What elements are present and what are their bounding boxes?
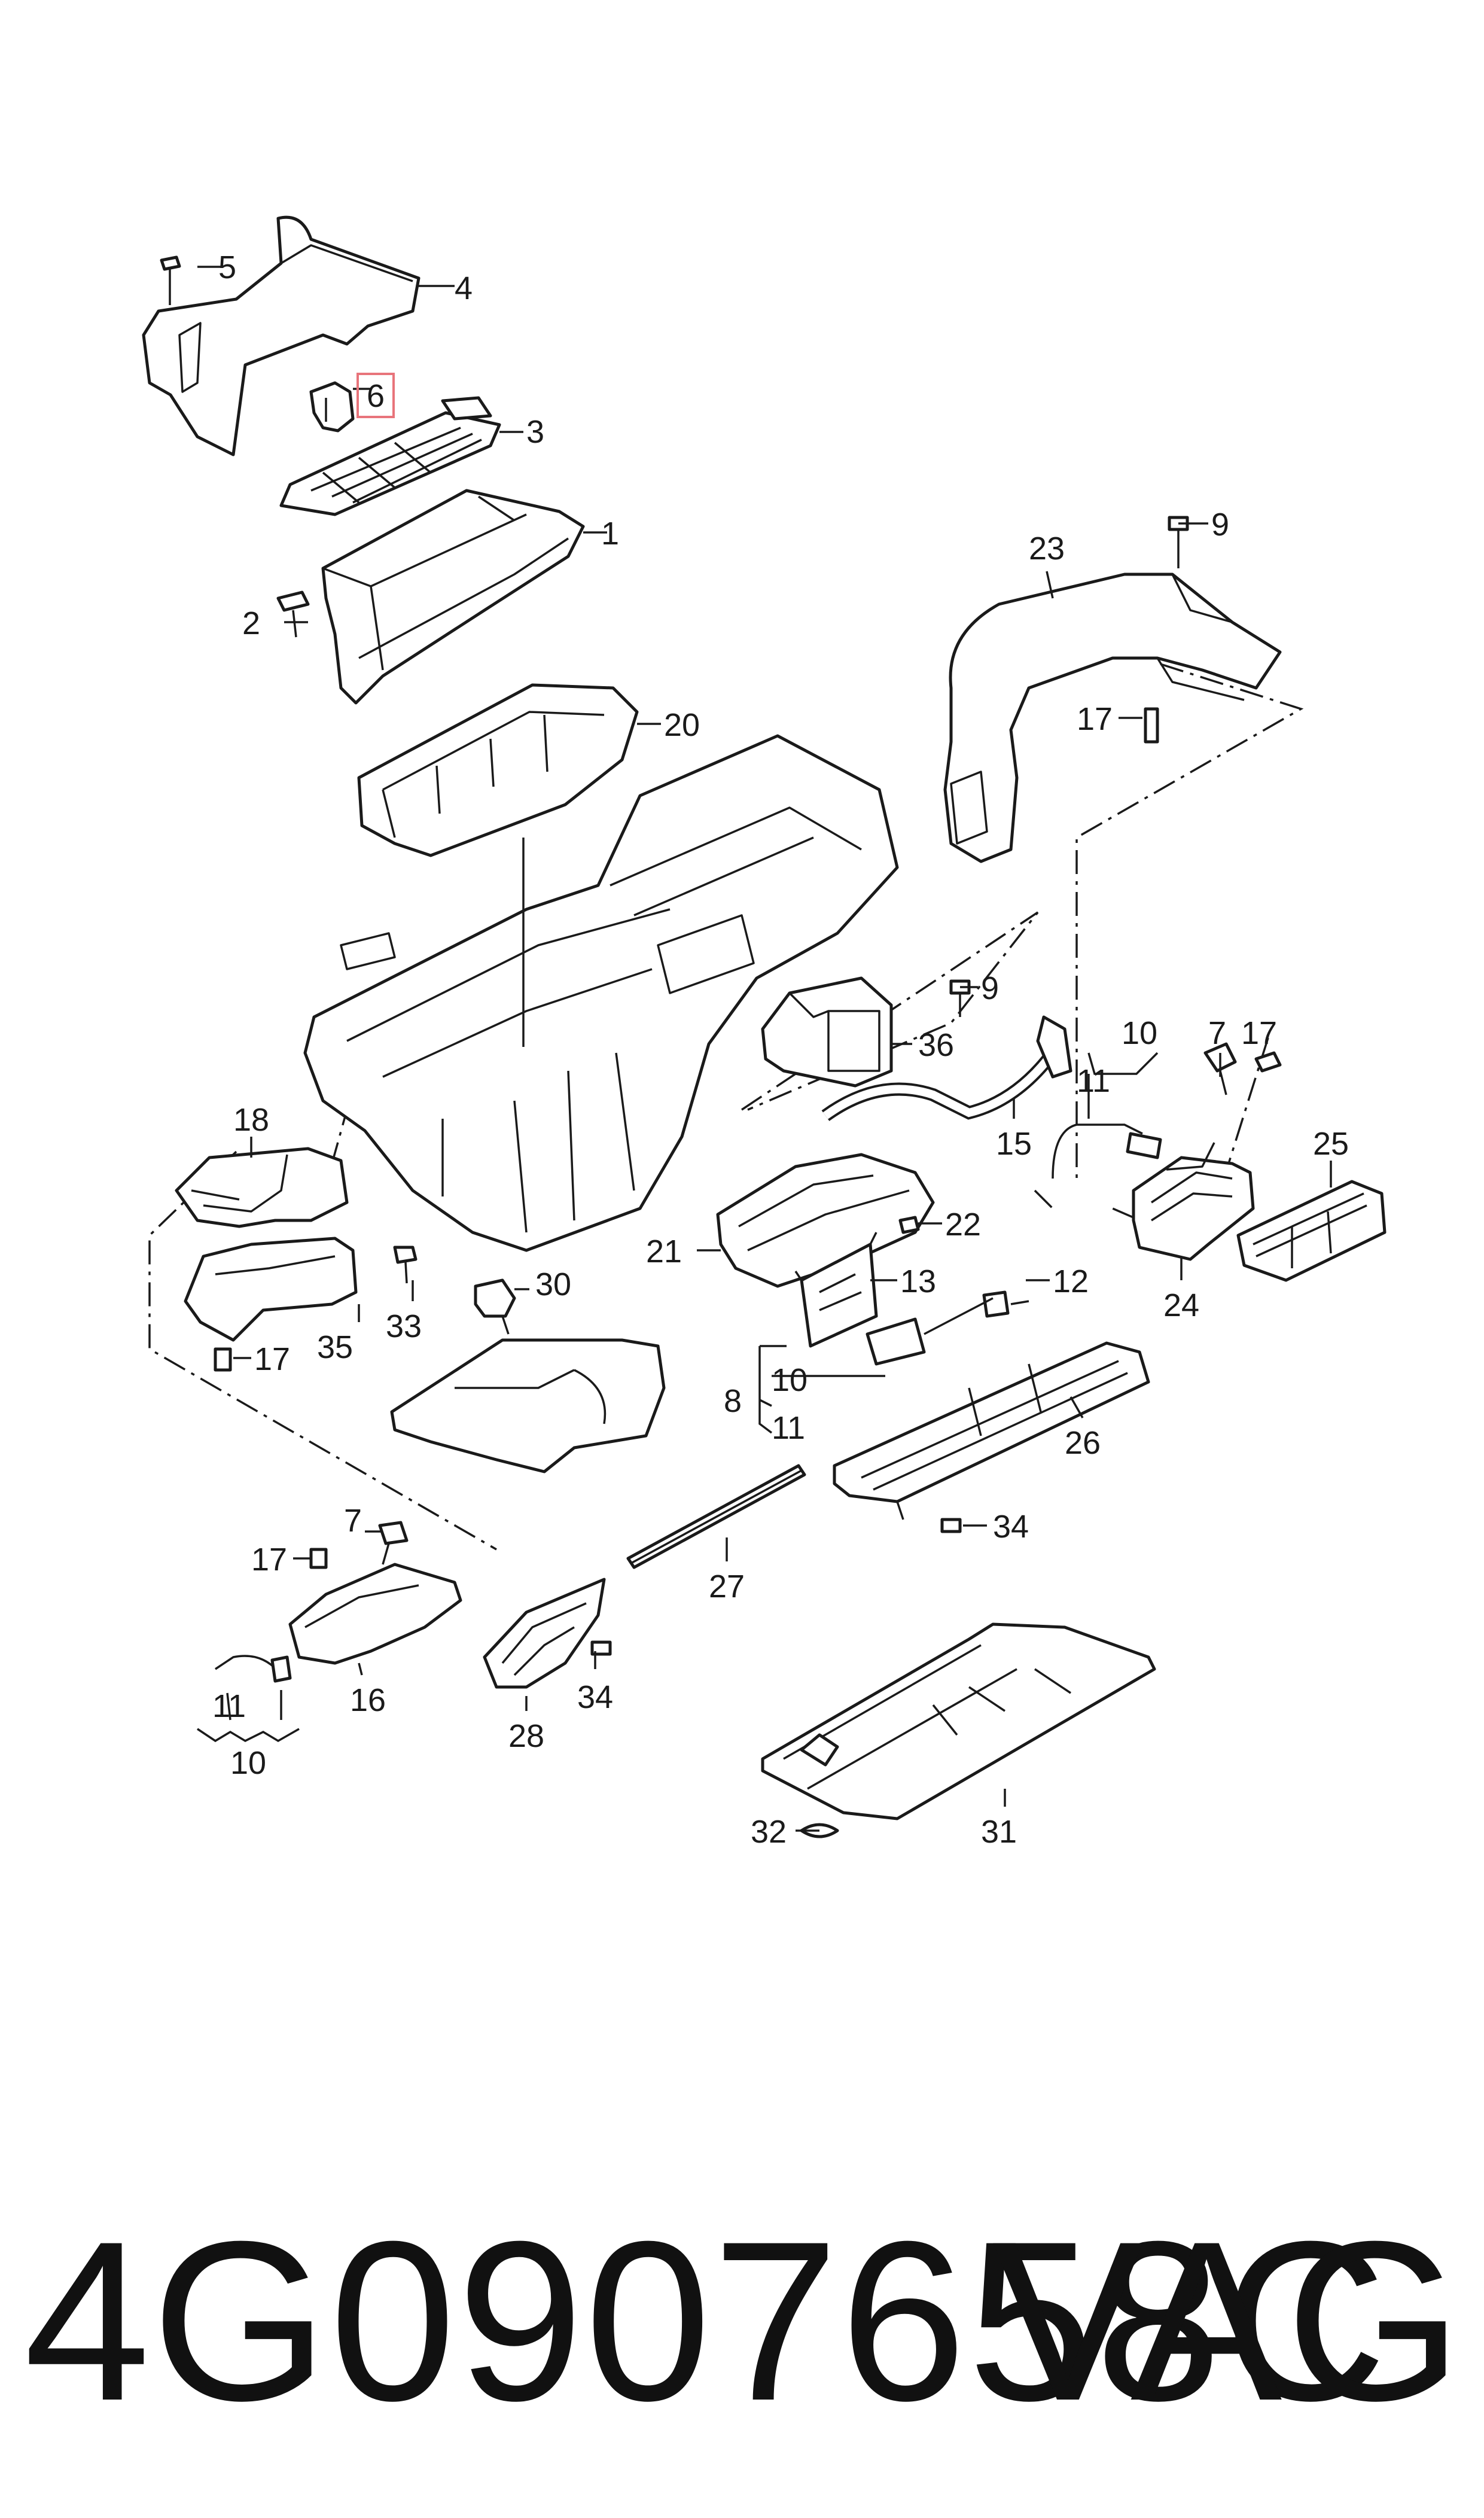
callout-3: 3 — [526, 414, 544, 450]
part-31-floor-panel — [761, 1622, 1156, 1820]
part-22-screw — [898, 1216, 920, 1234]
heater-ac-unit — [303, 734, 899, 1252]
callout-32: 32 — [751, 1814, 787, 1850]
callout-10-right: 10 — [1122, 1015, 1157, 1051]
callout-23: 23 — [1029, 531, 1065, 567]
callout-17-left: 17 — [254, 1341, 290, 1377]
callout-7-left: 7 — [344, 1503, 362, 1539]
part-36-vent-nozzle — [761, 976, 893, 1088]
part-16-left-vent-unit — [215, 1563, 462, 1683]
highlight-box-part-6 — [356, 373, 395, 418]
callout-34-left: 34 — [577, 1679, 613, 1715]
part-12-connector — [982, 1290, 1029, 1318]
callout-10-left: 10 — [230, 1745, 266, 1781]
part-34-screws — [590, 1518, 962, 1656]
callout-16: 16 — [350, 1682, 386, 1718]
callout-30: 30 — [535, 1266, 571, 1302]
callout-11-left: 11 — [212, 1688, 246, 1724]
callout-9-mid: 9 — [981, 970, 999, 1006]
callout-6: 6 — [367, 378, 385, 414]
callout-17-top: 17 — [1077, 701, 1113, 737]
callout-5: 5 — [218, 249, 236, 285]
callout-labels: 1 2 3 4 5 6 7 7 8 9 9 10 10 10 11 11 11 … — [212, 249, 1349, 1850]
part-17-clips — [214, 707, 1282, 1569]
callout-34-right: 34 — [993, 1509, 1029, 1545]
callout-2: 2 — [242, 605, 260, 641]
part-33-screw — [393, 1246, 418, 1284]
callout-15: 15 — [996, 1126, 1032, 1162]
part-6-sensor — [309, 381, 355, 433]
part-18-left-duct — [175, 1147, 349, 1228]
part-23-right-duct — [943, 573, 1282, 863]
part-26-center-vent — [833, 1341, 1150, 1520]
callout-36: 36 — [918, 1027, 954, 1063]
callout-21: 21 — [646, 1234, 682, 1269]
part-1-filter-housing — [321, 489, 585, 705]
callout-26: 26 — [1065, 1425, 1101, 1461]
part-5-screw — [160, 255, 181, 305]
callout-8: 8 — [724, 1383, 742, 1419]
callout-27: 27 — [709, 1569, 745, 1604]
callout-25: 25 — [1313, 1126, 1349, 1162]
exploded-parts-diagram: 1 2 3 4 5 6 7 7 8 9 9 10 10 10 11 11 11 … — [142, 215, 1387, 1850]
part-30-sensor — [474, 1278, 516, 1335]
callout-13: 13 — [900, 1263, 936, 1299]
part-10-actuator-wiring — [866, 1123, 1162, 1366]
callout-28: 28 — [508, 1718, 544, 1754]
callout-24: 24 — [1163, 1287, 1199, 1323]
brand-name: VAG — [992, 2194, 1466, 2448]
part-number: 4G0907658C — [24, 2194, 1388, 2448]
part-35-left-footwell-duct — [184, 1237, 358, 1342]
leader-lines — [197, 266, 1332, 1832]
part-2-screw — [276, 590, 310, 638]
part-27-trim-strip — [626, 1464, 806, 1569]
callout-33: 33 — [386, 1308, 422, 1344]
part-13-bracket — [794, 1232, 878, 1348]
part-28-vent-assembly — [483, 1578, 606, 1689]
callout-17-bottom: 17 — [251, 1542, 287, 1578]
part-3-filter-grille — [279, 396, 501, 516]
callout-31: 31 — [981, 1814, 1017, 1850]
callout-9-top: 9 — [1211, 507, 1229, 543]
callout-11-right: 11 — [1077, 1063, 1110, 1099]
glove-box-tray — [390, 1338, 666, 1473]
callout-10-center: 10 — [772, 1362, 807, 1398]
footer: 4G0907658C VAG — [0, 2190, 1484, 2453]
part-15-hose — [821, 1015, 1072, 1121]
part-25-vent — [1236, 1180, 1387, 1282]
callout-11-center: 11 — [772, 1410, 805, 1446]
callout-17-right: 17 — [1241, 1015, 1277, 1051]
callout-35: 35 — [317, 1329, 353, 1365]
callout-22: 22 — [945, 1207, 981, 1243]
callout-20: 20 — [664, 707, 700, 743]
part-24-right-vent-unit — [1132, 1142, 1255, 1261]
callout-1: 1 — [601, 516, 619, 552]
part-4-upper-duct — [142, 215, 420, 456]
part-7-knobs — [378, 1042, 1237, 1565]
callout-7-right: 7 — [1208, 1015, 1226, 1051]
part-21-vent-housing — [716, 1153, 935, 1288]
callout-4: 4 — [455, 270, 473, 306]
diagram-canvas: 1 2 3 4 5 6 7 7 8 9 9 10 10 10 11 11 11 … — [142, 215, 1387, 1850]
part-20-air-box — [357, 683, 639, 857]
callout-12: 12 — [1053, 1263, 1089, 1299]
callout-18: 18 — [233, 1102, 269, 1138]
